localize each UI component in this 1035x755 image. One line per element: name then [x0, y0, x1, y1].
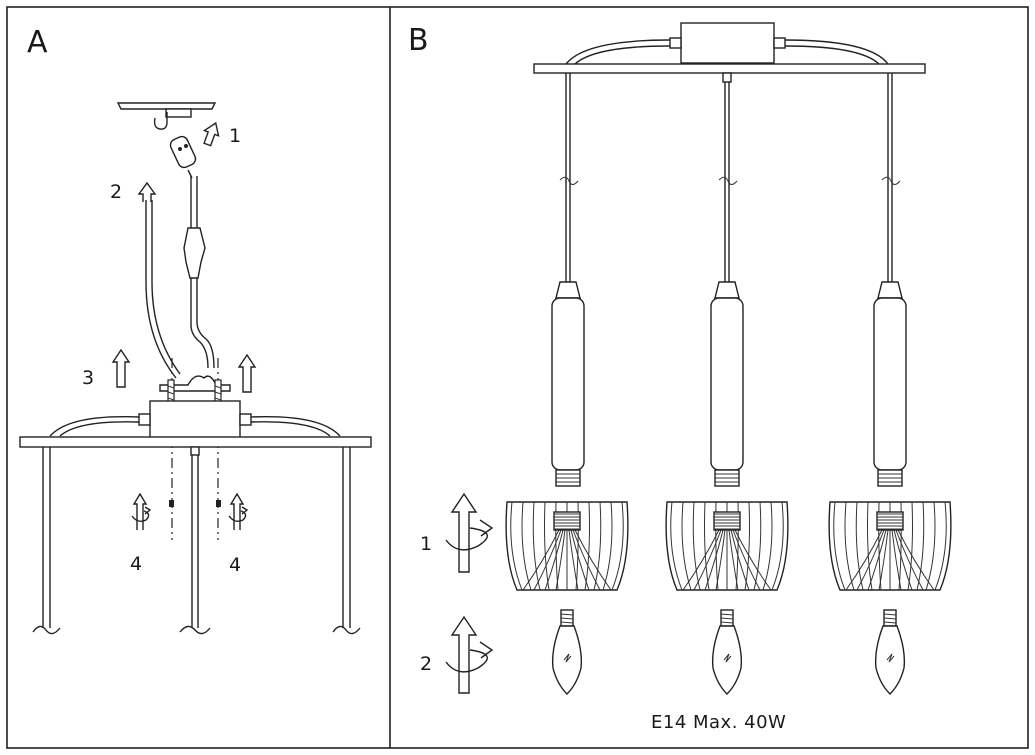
up-arrow-icon — [111, 348, 131, 388]
panel-b: B — [408, 22, 952, 733]
up-arrow-icon — [137, 181, 157, 202]
lamp-shade — [505, 501, 629, 591]
twist-arrow-icon — [131, 492, 152, 530]
bulb-spec-label: E14 Max. 40W — [651, 712, 786, 733]
step-1-label: 1 — [229, 125, 241, 147]
twist-arrow-icon — [445, 492, 494, 573]
up-arrow-icon — [237, 353, 257, 393]
step-b2-label: 2 — [420, 653, 432, 675]
pendant-center — [710, 82, 744, 487]
light-bulbs — [551, 609, 906, 695]
twist-arrow-icon — [445, 615, 494, 694]
pendant-left — [551, 73, 585, 487]
diagram-frame — [6, 6, 1029, 749]
ceiling-plate — [116, 102, 217, 118]
bulb-icon — [874, 609, 906, 695]
bulb-icon — [551, 609, 583, 695]
lamp-shade — [665, 501, 789, 591]
suspension-cable — [145, 200, 177, 379]
step-4-left-label: 4 — [130, 553, 142, 575]
step-4-right-label: 4 — [229, 554, 241, 576]
canopy-plate — [533, 63, 926, 74]
junction-box — [680, 22, 775, 64]
panel-a-label: A — [27, 25, 48, 60]
step-3-label: 3 — [82, 367, 94, 389]
junction-box — [149, 400, 241, 440]
step-2-label: 2 — [110, 181, 122, 203]
plug-icon — [169, 135, 197, 179]
bulb-icon — [711, 609, 743, 695]
canopy-plate — [19, 436, 372, 448]
pendant-right — [873, 73, 907, 487]
twist-arrow-icon — [228, 492, 249, 530]
ceiling-hook-icon — [153, 112, 168, 130]
panel-b-label: B — [408, 23, 429, 58]
step-b1-label: 1 — [420, 533, 432, 555]
lamp-shades — [505, 501, 952, 591]
lamp-shade — [828, 501, 952, 591]
panel-a: A 1 2 3 — [19, 25, 372, 635]
up-arrow-icon — [202, 121, 220, 147]
